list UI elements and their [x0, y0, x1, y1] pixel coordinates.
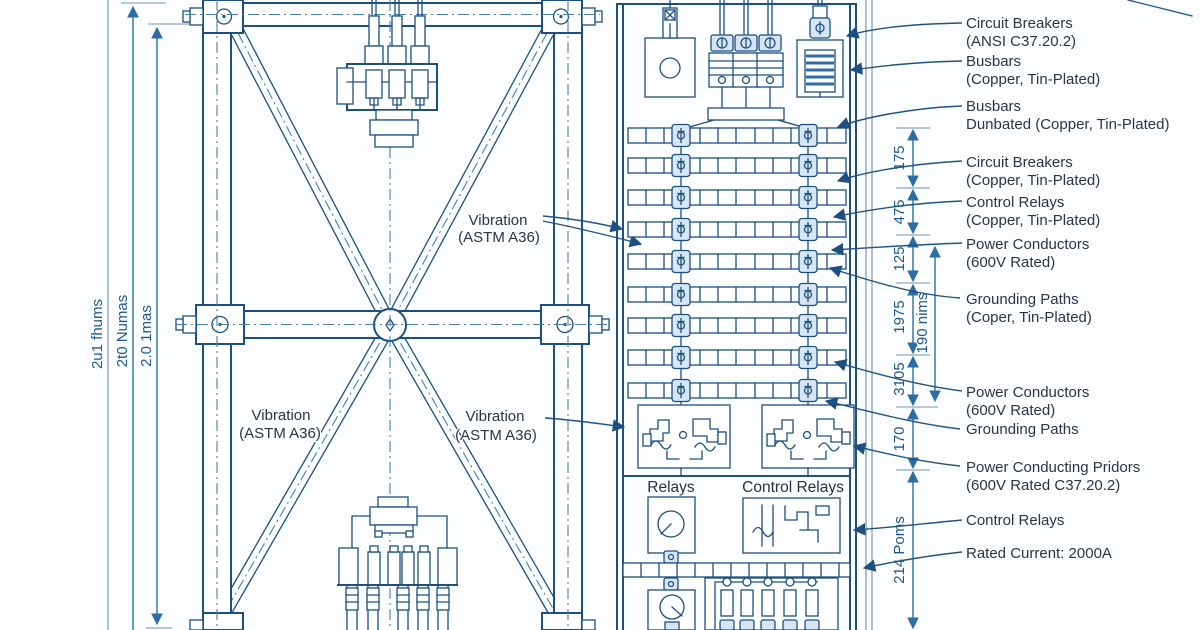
- bottom-bus-row: [622, 562, 851, 578]
- right-dim-125: 125: [891, 246, 908, 271]
- left-dim-1: 2u1 fhums: [89, 299, 106, 369]
- callout-labels: Circuit Breakers (ANSI C37.20.2) Busbars…: [965, 14, 1171, 564]
- panel-enclosure: [616, 0, 873, 630]
- callout-rated-current: Rated Current: 2000A: [965, 544, 1113, 564]
- left-dim-3: 2.0 1mas: [138, 305, 155, 367]
- bottom-terminal-assembly: [337, 496, 458, 630]
- panel-bottom-section: [647, 577, 839, 630]
- vibration-note-right-spec: (ASTM A36): [455, 427, 537, 444]
- busbar-rows: [627, 123, 847, 406]
- svg-text:Busbars: Busbars: [966, 98, 1021, 115]
- bottom-leads: [345, 584, 450, 630]
- callout-power-conductors-2: Power Conductors (600V Rated): [965, 383, 1091, 421]
- svg-text:Circuit Breakers: Circuit Breakers: [966, 15, 1073, 32]
- resistor-bank: [704, 577, 839, 630]
- vibration-note-top: Vibration: [469, 212, 528, 229]
- top-bushing-assembly: [336, 0, 438, 148]
- callout-grounding-paths-1: Grounding Paths (Coper, Tin-Plated): [965, 290, 1093, 328]
- callout-grounding-paths-2: Grounding Paths: [965, 420, 1080, 440]
- svg-text:Control Relays: Control Relays: [966, 194, 1064, 211]
- svg-text:(600V Rated): (600V Rated): [966, 254, 1055, 271]
- right-dim-175: 175: [891, 145, 908, 170]
- right-dim-overall: 190 nims: [914, 293, 931, 354]
- svg-text:Power Conducting Pridors: Power Conducting Pridors: [966, 459, 1140, 476]
- vibration-note-top-spec: (ASTM A36): [458, 229, 540, 246]
- svg-text:Grounding Paths: Grounding Paths: [966, 291, 1079, 308]
- frame-joints: [175, 0, 610, 630]
- callout-busbars-dunbated: Busbars Dunbated (Copper, Tin-Plated): [965, 97, 1171, 135]
- svg-text:Circuit Breakers: Circuit Breakers: [966, 154, 1073, 171]
- right-dim-170: 170: [891, 426, 908, 451]
- svg-text:(Coper, Tin-Plated): (Coper, Tin-Plated): [966, 309, 1092, 326]
- svg-text:Power Conductors: Power Conductors: [966, 236, 1089, 253]
- callout-leaders: [824, 22, 963, 572]
- callout-power-conducting-pridors: Power Conducting Pridors (600V Rated C37…: [965, 458, 1142, 496]
- callout-busbars: Busbars (Copper, Tin-Plated): [965, 52, 1102, 90]
- callout-control-relays: Control Relays: [965, 511, 1066, 531]
- relay-units: [622, 404, 855, 477]
- right-dim-475: 475: [891, 199, 908, 224]
- busbar-stack: [796, 0, 844, 98]
- svg-text:Busbars: Busbars: [966, 53, 1021, 70]
- right-dim-1975: 1975: [891, 300, 908, 333]
- breaker-bushings: [685, 0, 807, 129]
- vibration-note-left: Vibration: [252, 407, 311, 424]
- svg-text:Dunbated (Copper, Tin-Plated): Dunbated (Copper, Tin-Plated): [966, 116, 1169, 133]
- callout-control-relays-copper: Control Relays (Copper, Tin-Plated): [965, 193, 1102, 231]
- panel-lower-instruments: [647, 496, 841, 564]
- switchgear-panel: Relays Control Relays: [616, 0, 873, 630]
- right-dimension-chain: 175 475 125 1975 3105 170 214 Poms 190 n…: [890, 127, 941, 630]
- svg-text:(600V Rated): (600V Rated): [966, 402, 1055, 419]
- svg-text:(ANSI C37.20.2): (ANSI C37.20.2): [966, 33, 1076, 50]
- svg-text:Grounding Paths: Grounding Paths: [966, 421, 1079, 438]
- svg-text:(Copper, Tin-Plated): (Copper, Tin-Plated): [966, 71, 1100, 88]
- relays-label: Relays: [647, 479, 695, 496]
- steel-frame: [175, 0, 610, 630]
- control-relays-label: Control Relays: [742, 479, 844, 496]
- vibration-note-left-spec: (ASTM A36): [239, 425, 321, 442]
- svg-text:Rated Current: 2000A: Rated Current: 2000A: [966, 545, 1112, 562]
- svg-text:(Copper, Tin-Plated): (Copper, Tin-Plated): [966, 212, 1100, 229]
- svg-text:Power Conductors: Power Conductors: [966, 384, 1089, 401]
- vibration-notes: Vibration (ASTM A36) Vibration (ASTM A36…: [238, 211, 643, 445]
- svg-text:(600V Rated C37.20.2): (600V Rated C37.20.2): [966, 477, 1120, 494]
- left-dimension-chain: 2u1 fhums 2t0 Numas 2.0 1mas: [88, 0, 196, 630]
- sheet-corner-line: [1127, 0, 1193, 17]
- svg-text:(Copper, Tin-Plated): (Copper, Tin-Plated): [966, 172, 1100, 189]
- vibration-note-right: Vibration: [466, 408, 525, 425]
- panel-top-instruments: [644, 0, 844, 129]
- frame-centerlines: [176, 0, 609, 630]
- svg-text:Control Relays: Control Relays: [966, 512, 1064, 529]
- callout-circuit-breakers-ansi: Circuit Breakers (ANSI C37.20.2): [965, 14, 1078, 52]
- callout-power-conductors-1: Power Conductors (600V Rated): [965, 235, 1091, 273]
- right-dim-214: 214 Poms: [891, 516, 908, 584]
- left-dim-2: 2t0 Numas: [114, 295, 131, 368]
- callout-circuit-breakers-copper: Circuit Breakers (Copper, Tin-Plated): [965, 153, 1102, 191]
- frame-diagonal-braces: [218, 29, 562, 616]
